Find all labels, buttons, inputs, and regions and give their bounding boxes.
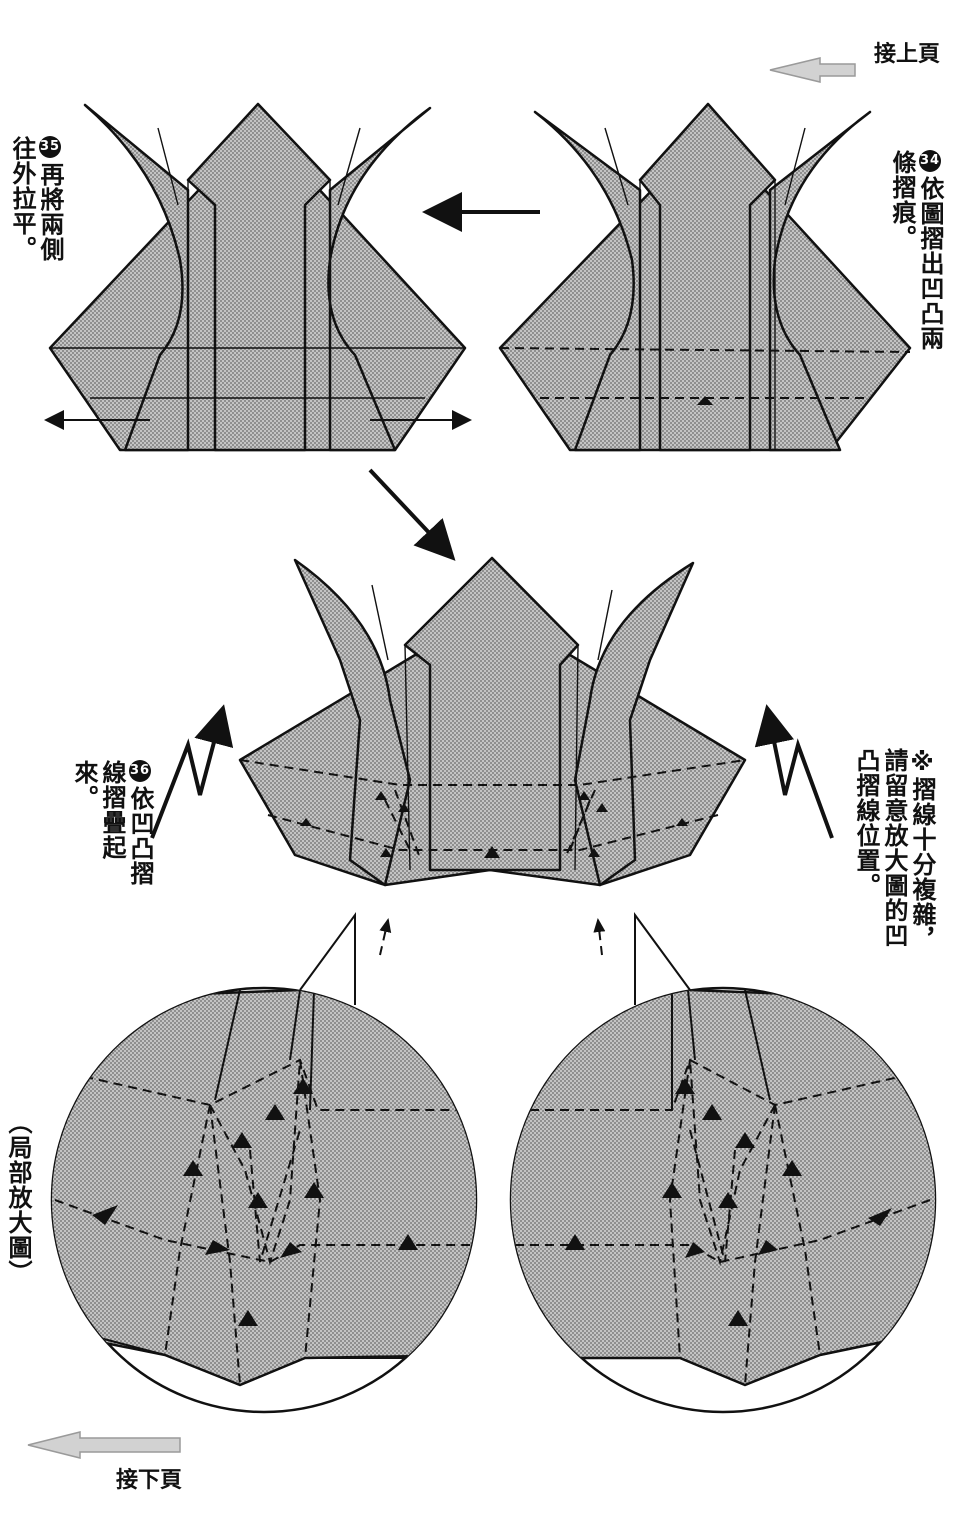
step-34-instruction: 34依圖摺出凹凸兩條摺痕。 bbox=[888, 150, 944, 360]
detail-magnifier-left bbox=[50, 911, 478, 1414]
detail-magnifier-right bbox=[509, 911, 937, 1414]
zigzag-arrow-right bbox=[754, 704, 834, 839]
next-page-arrow[interactable] bbox=[27, 1431, 181, 1459]
step-35-instruction: 35再將兩側往外拉平。 bbox=[8, 136, 64, 286]
step-34-model bbox=[498, 102, 912, 452]
arrow-35-to-36 bbox=[368, 468, 456, 561]
step-35-model bbox=[44, 102, 472, 452]
step-36-text: 依凹凸摺線摺疊起來。 bbox=[70, 760, 154, 886]
step-36-instruction: 36依凹凸摺線摺疊起來。 bbox=[70, 760, 154, 890]
prev-page-arrow[interactable] bbox=[769, 57, 856, 83]
zigzag-arrow-left bbox=[150, 704, 234, 839]
step-34-number: 34 bbox=[919, 150, 941, 172]
crease-note: ※摺線十分複雜，請留意放大圖的凹凸摺線位置。 bbox=[852, 748, 936, 952]
step-35-text: 再將兩側往外拉平。 bbox=[8, 136, 64, 262]
next-page-label[interactable]: 接下頁 bbox=[116, 1468, 183, 1493]
step-35-number: 35 bbox=[39, 136, 61, 158]
step-36-model bbox=[238, 556, 747, 956]
step-34-text: 依圖摺出凹凸兩條摺痕。 bbox=[888, 150, 944, 351]
prev-page-label[interactable]: 接上頁 bbox=[874, 42, 941, 67]
detail-caption: （局部放大圖） bbox=[4, 1110, 32, 1285]
step-36-number: 36 bbox=[129, 760, 151, 782]
